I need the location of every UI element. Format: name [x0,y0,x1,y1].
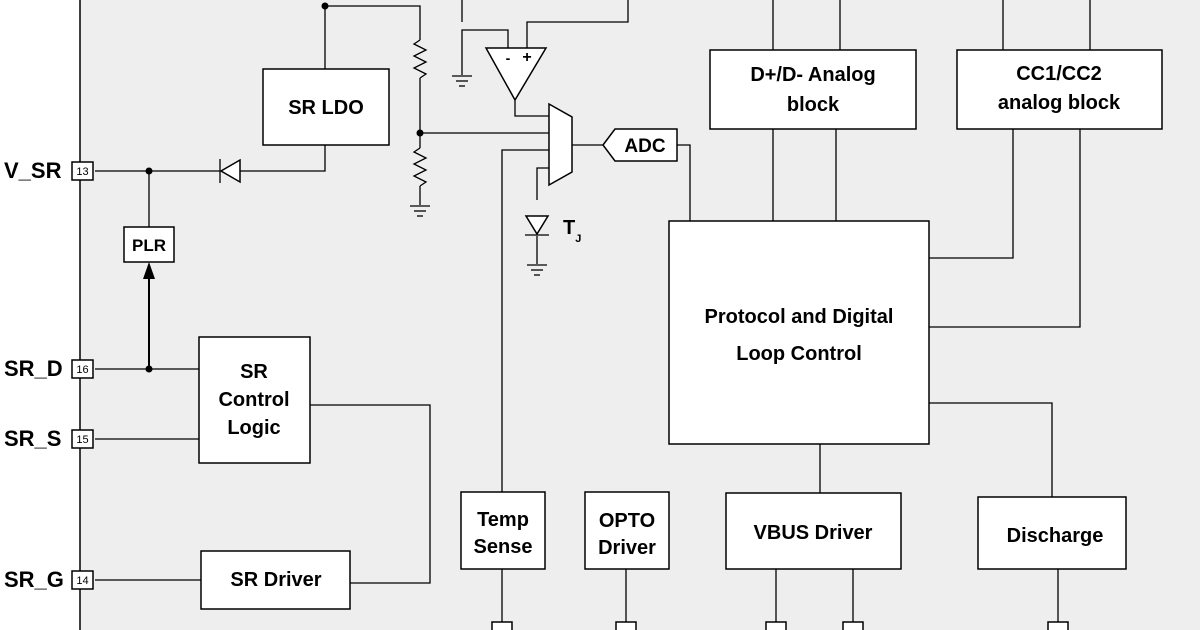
svg-text:15: 15 [76,434,88,446]
dpdm-analog-block: D+/D- Analog block [709,49,917,130]
pin-v-sr: V_SR 13 [4,158,94,183]
arrow-icon [143,262,155,279]
svg-text:OPTO: OPTO [599,510,655,532]
svg-text:SR Driver: SR Driver [230,569,321,591]
bottom-pin-stubs [491,621,1069,630]
pin-sr-d: SR_D 16 [4,356,94,381]
resistor-bottom-icon [412,147,428,187]
svg-text:Driver: Driver [598,537,656,559]
pin-sr-g: SR_G 14 [4,567,94,592]
ground-icon [527,264,547,276]
svg-text:Discharge: Discharge [1007,525,1104,547]
svg-text:SR_S: SR_S [4,426,61,451]
sr-driver-block: SR Driver [200,550,351,610]
tj-label: TJ [563,217,581,245]
svg-text:ADC: ADC [624,136,665,157]
svg-text:SR LDO: SR LDO [288,97,364,119]
temp-sense-block: Temp Sense [460,491,546,570]
svg-text:V_SR: V_SR [4,158,62,183]
op-amp [484,47,548,102]
svg-text:VBUS Driver: VBUS Driver [754,522,873,544]
sr-control-logic-block: SR Control Logic [198,336,311,464]
svg-text:analog block: analog block [998,92,1121,114]
svg-text:Sense: Sense [474,536,533,558]
svg-text:SR: SR [240,361,268,383]
tj-diode-icon [524,215,550,236]
pin-sr-s: SR_S 15 [4,426,94,451]
multiplexer [548,102,573,187]
ground-icon [410,205,430,217]
svg-text:D+/D- Analog: D+/D- Analog [750,64,875,86]
op-amp-plus: + [522,49,531,66]
sr-ldo-block: SR LDO [262,68,390,146]
resistor-top-icon [412,39,428,79]
svg-text:14: 14 [76,575,88,587]
opto-driver-block: OPTO Driver [584,491,670,570]
cc-analog-block: CC1/CC2 analog block [956,49,1163,130]
svg-text:Protocol and Digital: Protocol and Digital [705,306,894,328]
svg-text:SR_D: SR_D [4,356,63,381]
svg-text:CC1/CC2: CC1/CC2 [1016,63,1102,85]
svg-text:Logic: Logic [227,417,280,439]
svg-text:block: block [787,94,840,116]
ground-icon [452,75,472,87]
svg-text:PLR: PLR [132,236,166,255]
plr-block: PLR [123,226,175,263]
svg-text:Temp: Temp [477,509,529,531]
wires [95,0,1091,625]
svg-text:13: 13 [76,166,88,178]
protocol-block: Protocol and Digital Loop Control [668,220,930,445]
svg-text:Loop Control: Loop Control [736,343,862,365]
svg-text:16: 16 [76,364,88,376]
op-amp-minus: - [506,50,511,66]
vbus-driver-block: VBUS Driver [725,492,902,570]
svg-text:SR_G: SR_G [4,567,64,592]
adc-block: ADC [602,128,678,162]
junction-dots [145,2,424,373]
svg-text:Control: Control [218,389,289,411]
discharge-block: Discharge [977,496,1127,570]
diode-icon [219,158,241,184]
